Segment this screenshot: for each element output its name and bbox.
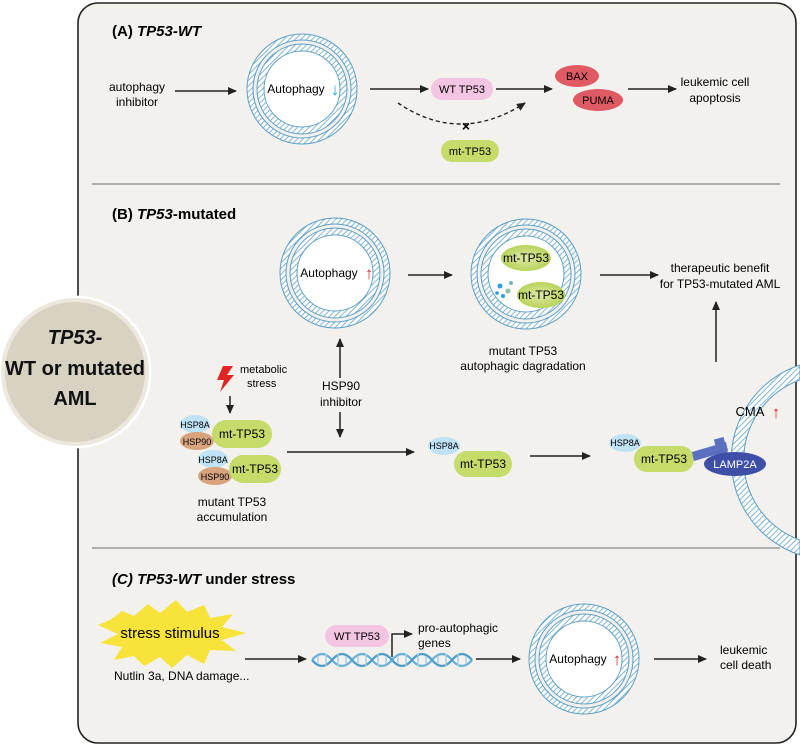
hsp8a-label-free: HSP8A (429, 441, 459, 451)
hsp8a-oval-free (428, 437, 460, 455)
up-arrow-icon-c: ↑ (613, 650, 622, 669)
down-arrow-icon: ↓ (331, 80, 340, 99)
mt-tp53-label-free: mt-TP53 (460, 457, 506, 471)
lightning-icon (217, 366, 234, 392)
bax-oval (555, 65, 599, 87)
panel-a-title: (A) TP53-WT (112, 23, 203, 40)
hsp90-inhibitor-line2: inhibitor (320, 395, 362, 409)
metabolic-stress-line1: metabolic (240, 364, 288, 376)
puma-oval (573, 89, 623, 111)
pro-autophagic-line2: genes (418, 636, 451, 650)
lamp2a-label: LAMP2A (713, 459, 757, 471)
autophagy-label-b: Autophagy (300, 266, 357, 280)
degraded-mt-tp53-1: mt-TP53 (503, 251, 549, 265)
lamp2a-channel (692, 437, 729, 461)
stress-burst-shape (98, 600, 246, 668)
panel-a-title-prefix: (A) (112, 23, 137, 40)
wt-tp53-pill-a (431, 78, 493, 100)
cell-death-line2: cell death (720, 658, 771, 672)
degradation-line2: autophagic dagradation (460, 359, 585, 373)
panel-c-title-gene: (C) TP53-WT (112, 571, 203, 588)
cma-label: CMA (736, 404, 765, 419)
apoptosis-line1: leukemic cell (681, 75, 750, 89)
panel-b-title-suffix: -mutated (173, 206, 236, 223)
panel-b-title: (B) TP53-mutated (112, 206, 236, 223)
autophagy-inhibitor-line2: inhibitor (116, 95, 158, 109)
benefit-line1: therapeutic benefit (671, 261, 770, 275)
metabolic-stress-line2: stress (247, 378, 277, 390)
hsp8a-label-1: HSP8A (180, 420, 210, 430)
transcription-arrow (391, 630, 413, 657)
wt-tp53-label-a: WT TP53 (439, 84, 485, 96)
center-line1: TP53- (48, 327, 103, 349)
cma-up-arrow-icon: ↑ (772, 403, 781, 422)
hsp90-inhibitor-line1: HSP90 (322, 379, 360, 393)
center-label: TP53- WT or mutated AML (0, 295, 152, 449)
up-arrow-icon: ↑ (365, 264, 374, 283)
stress-stimulus-label: stress stimulus (120, 625, 219, 642)
mt-tp53-pill-cma (634, 446, 694, 472)
mt-tp53-pill-a (441, 140, 499, 162)
autophagy-label-c: Autophagy (549, 652, 606, 666)
panel-b-title-gene: TP53 (137, 206, 174, 223)
degraded-mt-tp53-2: mt-TP53 (518, 288, 564, 302)
center-line2: WT or mutated (5, 358, 145, 380)
hsp8a-oval-cma (609, 434, 641, 452)
wt-tp53-label-c: WT TP53 (334, 631, 380, 643)
panel-b-title-prefix: (B) (112, 206, 137, 223)
mt-tp53-complex-2: mt-TP53 (232, 462, 278, 476)
autophagy-label-a: Autophagy (267, 82, 324, 96)
mt-tp53-label-cma: mt-TP53 (641, 452, 687, 466)
lamp2a-oval (704, 452, 766, 476)
mt-tp53-pill-free (454, 451, 512, 477)
panel-a-title-gene: TP53-WT (137, 23, 203, 40)
mt-tp53-complex-1: mt-TP53 (219, 427, 265, 441)
wt-tp53-pill-c (325, 625, 389, 647)
autolysosome (470, 218, 582, 330)
apoptosis-line2: apoptosis (689, 91, 740, 105)
dashed-inhibited-arrow (397, 102, 526, 125)
hsp-complex-1 (180, 415, 272, 450)
blocked-x-icon: × (462, 118, 470, 134)
bax-label: BAX (566, 71, 589, 83)
panel-c-title: (C) TP53-WT under stress (112, 571, 295, 588)
accumulation-line2: accumulation (197, 510, 268, 524)
hsp90-label-2: HSP90 (201, 472, 230, 482)
autophagosome-a (246, 33, 358, 145)
degradation-line1: mutant TP53 (489, 344, 558, 358)
mt-tp53-label-a: mt-TP53 (449, 146, 491, 158)
puma-label: PUMA (582, 95, 614, 107)
autophagosome-b (279, 217, 391, 329)
hsp90-label-1: HSP90 (183, 437, 212, 447)
pro-autophagic-line1: pro-autophagic (418, 621, 498, 635)
accumulation-line1: mutant TP53 (198, 495, 267, 509)
stress-examples-label: Nutlin 3a, DNA damage... (114, 669, 249, 683)
hsp-complex-2 (198, 450, 281, 485)
autophagosome-c (528, 603, 640, 715)
cell-death-line1: leukemic (720, 643, 767, 657)
dna-helix-icon (311, 652, 473, 668)
panel-c-title-suffix: under stress (201, 571, 295, 588)
autophagy-inhibitor-line1: autophagy (109, 80, 165, 94)
hsp8a-label-2: HSP8A (198, 455, 228, 465)
benefit-line2: for TP53-mutated AML (660, 277, 781, 291)
hsp8a-label-cma: HSP8A (610, 438, 640, 448)
center-line3: AML (53, 388, 96, 410)
